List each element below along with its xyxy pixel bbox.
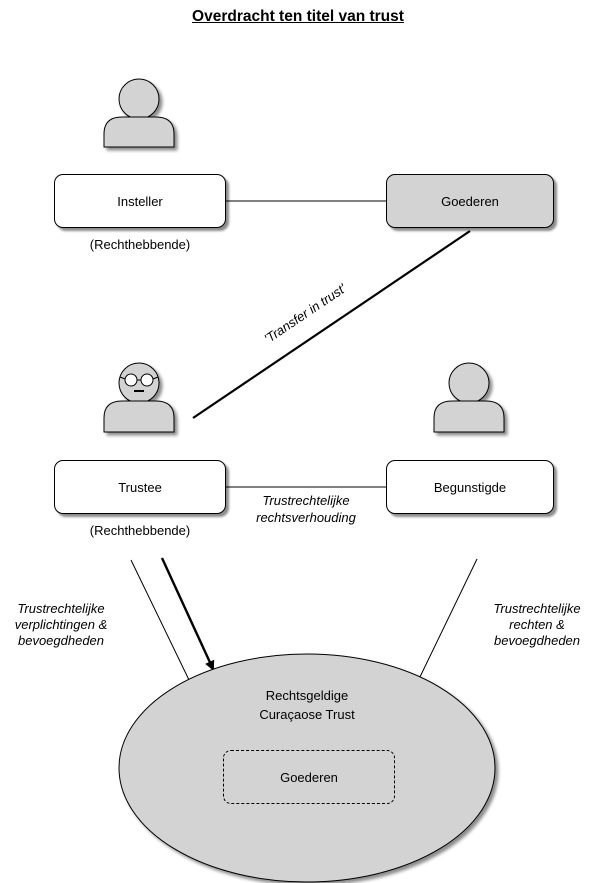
- begunstigde-label: Begunstigde: [433, 479, 507, 495]
- arrow-trustee-to-trust: [160, 557, 215, 671]
- trustee-box: Trustee: [54, 460, 226, 514]
- trustee-person-icon: [103, 362, 175, 433]
- relation-label: Trustrechtelijke rechtsverhouding: [256, 493, 356, 525]
- goederen-label: Goederen: [441, 193, 499, 209]
- trustee-role-label: (Rechthebbende): [89, 523, 191, 538]
- insteller-box: Insteller: [54, 174, 226, 228]
- rights-label: Trustrechtelijke rechten & bevoegdheden: [493, 601, 581, 648]
- trustee-label: Trustee: [118, 479, 162, 495]
- inner-goederen-label: Goederen: [280, 769, 338, 785]
- obligations-label: Trustrechtelijke verplichtingen & bevoeg…: [14, 601, 108, 648]
- trust-label: Rechtsgeldige Curaçaose Trust: [259, 688, 355, 722]
- trust-ellipse: [118, 653, 496, 883]
- insteller-role-label: (Rechthebbende): [89, 237, 191, 252]
- insteller-label: Insteller: [117, 193, 163, 209]
- mustache-icon: [134, 390, 144, 392]
- diagram-title: Overdracht ten titel van trust: [192, 8, 404, 25]
- glasses-icon: [119, 373, 159, 387]
- beneficiary-person-icon: [433, 362, 505, 433]
- inner-goederen-box: Goederen: [223, 750, 395, 804]
- begunstigde-box: Begunstigde: [386, 460, 554, 514]
- obligations-line: [130, 559, 191, 683]
- person-icon: [103, 78, 175, 148]
- transfer-line: [192, 230, 471, 419]
- rights-line: [417, 558, 478, 682]
- goederen-box: Goederen: [386, 174, 554, 228]
